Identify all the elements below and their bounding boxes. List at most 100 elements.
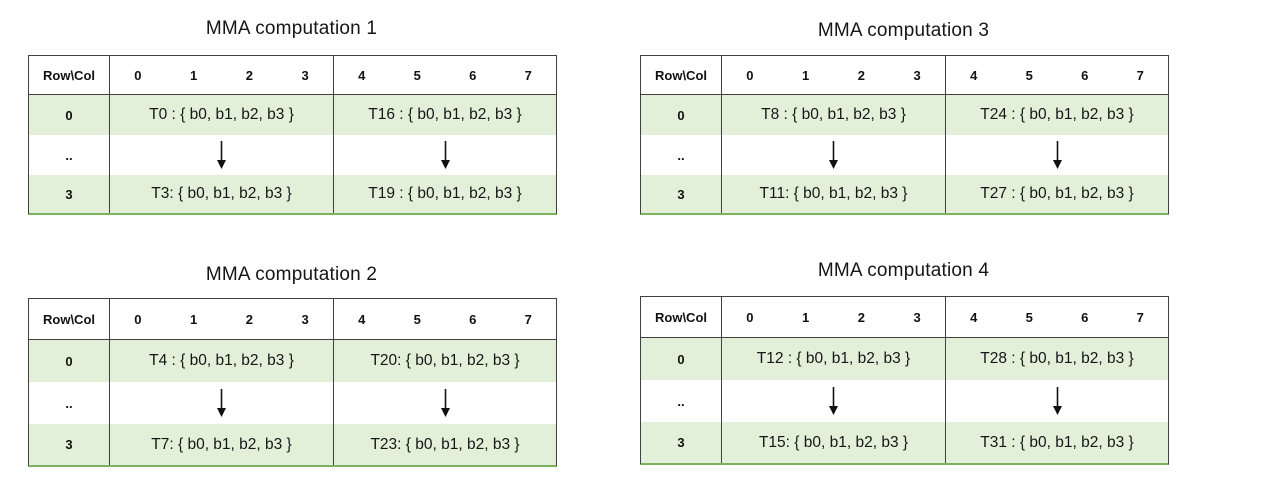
col-header: 2 xyxy=(245,67,253,83)
tile-cell: T4 : { b0, b1, b2, b3 } xyxy=(149,352,294,369)
col-header: 4 xyxy=(970,309,978,325)
tile-cell: T15: { b0, b1, b2, b3 } xyxy=(758,433,909,451)
col-header: 0 xyxy=(134,67,142,83)
col-header: 3 xyxy=(913,309,921,325)
header-row: Row\Col 0 1 2 3 4 5 6 7 xyxy=(641,56,1168,95)
row-label: 3 xyxy=(641,422,722,463)
table-row-ellipsis: .. xyxy=(29,382,556,424)
col-header: 1 xyxy=(802,67,810,83)
col-header: 4 xyxy=(358,67,366,83)
col-header: 6 xyxy=(1081,67,1089,83)
arrow-cell xyxy=(722,135,945,175)
col-header: 7 xyxy=(1136,309,1144,325)
row-label: 0 xyxy=(641,338,722,380)
tile-cell: T0 : { b0, b1, b2, b3 } xyxy=(149,106,294,123)
tile-cell: T11: { b0, b1, b2, b3 } xyxy=(759,185,908,202)
row-label: 0 xyxy=(29,340,110,382)
table-row: 0 T4 : { b0, b1, b2, b3 } T20: { b0, b1,… xyxy=(29,340,556,382)
col-header: 0 xyxy=(746,309,754,325)
col-header: 3 xyxy=(301,311,309,327)
col-header: 1 xyxy=(802,309,810,325)
row-label: .. xyxy=(29,382,110,424)
row-label: 3 xyxy=(29,424,110,465)
col-header: 3 xyxy=(301,67,309,83)
table-title-1: MMA computation 1 xyxy=(205,18,378,39)
col-header: 5 xyxy=(413,67,421,83)
col-header: 6 xyxy=(469,67,477,83)
col-header-group-left: 0 1 2 3 xyxy=(110,299,333,339)
mma-table-3: Row\Col 0 1 2 3 4 5 6 7 0 T8 : { b0, b1,… xyxy=(640,55,1169,215)
down-arrow-icon xyxy=(440,389,450,417)
col-header: 1 xyxy=(190,67,198,83)
col-header-group-left: 0 1 2 3 xyxy=(722,56,945,94)
mma-table-1: Row\Col 0 1 2 3 4 5 6 7 0 T0 : { b0, b1,… xyxy=(28,55,557,215)
table-row: 3 T7: { b0, b1, b2, b3 } T23: { b0, b1, … xyxy=(29,424,556,465)
col-header-group-left: 0 1 2 3 xyxy=(110,56,333,94)
mma-table-2: Row\Col 0 1 2 3 4 5 6 7 0 T4 : { b0, b1,… xyxy=(28,298,557,467)
col-header: 0 xyxy=(134,311,142,327)
tile-cell: T20: { b0, b1, b2, b3 } xyxy=(333,340,556,382)
table-title-4: MMA computation 4 xyxy=(817,260,990,281)
tile-cell: T7: { b0, b1, b2, b3 } xyxy=(151,435,292,453)
tile-cell: T19 : { b0, b1, b2, b3 } xyxy=(333,175,556,213)
tile-cell: T8 : { b0, b1, b2, b3 } xyxy=(761,106,906,123)
col-header: 1 xyxy=(190,311,198,327)
down-arrow-icon xyxy=(1052,141,1062,169)
mma-table-4: Row\Col 0 1 2 3 4 5 6 7 0 T12 : { b0, b1… xyxy=(640,296,1169,465)
col-header: 5 xyxy=(1025,309,1033,325)
down-arrow-icon xyxy=(1052,387,1062,415)
table-row-ellipsis: .. xyxy=(641,380,1168,422)
table-row: 0 T0 : { b0, b1, b2, b3 } T16 : { b0, b1… xyxy=(29,95,556,135)
tile-cell: T31 : { b0, b1, b2, b3 } xyxy=(945,422,1168,463)
col-header: 7 xyxy=(524,67,532,83)
arrow-cell xyxy=(945,380,1168,422)
col-header: 7 xyxy=(1136,67,1144,83)
down-arrow-icon xyxy=(829,141,838,169)
row-label: .. xyxy=(641,380,722,422)
col-header: 3 xyxy=(913,67,921,83)
arrow-cell xyxy=(110,135,333,175)
header-row: Row\Col 0 1 2 3 4 5 6 7 xyxy=(29,299,556,340)
arrow-cell xyxy=(333,135,556,175)
arrow-cell xyxy=(722,380,945,422)
col-header-group-right: 4 5 6 7 xyxy=(333,299,556,339)
header-row: Row\Col 0 1 2 3 4 5 6 7 xyxy=(29,56,556,95)
table-row: 3 T3: { b0, b1, b2, b3 } T19 : { b0, b1,… xyxy=(29,175,556,213)
tile-cell: T16 : { b0, b1, b2, b3 } xyxy=(333,95,556,135)
col-header: 2 xyxy=(857,309,865,325)
col-header: 6 xyxy=(469,311,477,327)
col-header-group-right: 4 5 6 7 xyxy=(945,297,1168,337)
tile-cell: T3: { b0, b1, b2, b3 } xyxy=(151,185,292,202)
table-title-2: MMA computation 2 xyxy=(205,264,378,285)
table-title-3: MMA computation 3 xyxy=(817,20,990,41)
arrow-cell xyxy=(945,135,1168,175)
col-header: 5 xyxy=(1025,67,1033,83)
table-row-ellipsis: .. xyxy=(29,135,556,175)
tile-cell: T24 : { b0, b1, b2, b3 } xyxy=(945,95,1168,135)
col-header: 4 xyxy=(358,311,366,327)
row-label: 3 xyxy=(641,175,722,213)
arrow-cell xyxy=(333,382,556,424)
row-label: 3 xyxy=(29,175,110,213)
corner-header-cell: Row\Col xyxy=(29,56,110,94)
table-row-ellipsis: .. xyxy=(641,135,1168,175)
col-header-group-right: 4 5 6 7 xyxy=(333,56,556,94)
table-row: 3 T11: { b0, b1, b2, b3 } T27 : { b0, b1… xyxy=(641,175,1168,213)
row-label: .. xyxy=(641,135,722,175)
col-header: 5 xyxy=(413,311,421,327)
corner-header-cell: Row\Col xyxy=(29,299,110,339)
corner-header-cell: Row\Col xyxy=(641,56,722,94)
down-arrow-icon xyxy=(829,387,838,415)
corner-header-cell: Row\Col xyxy=(641,297,722,337)
tile-cell: T12 : { b0, b1, b2, b3 } xyxy=(756,350,911,367)
col-header: 2 xyxy=(245,311,253,327)
col-header-group-left: 0 1 2 3 xyxy=(722,297,945,337)
arrow-cell xyxy=(110,382,333,424)
table-row: 0 T8 : { b0, b1, b2, b3 } T24 : { b0, b1… xyxy=(641,95,1168,135)
table-row: 0 T12 : { b0, b1, b2, b3 } T28 : { b0, b… xyxy=(641,338,1168,380)
col-header: 2 xyxy=(857,67,865,83)
row-label: 0 xyxy=(641,95,722,135)
row-label: 0 xyxy=(29,95,110,135)
table-row: 3 T15: { b0, b1, b2, b3 } T31 : { b0, b1… xyxy=(641,422,1168,463)
